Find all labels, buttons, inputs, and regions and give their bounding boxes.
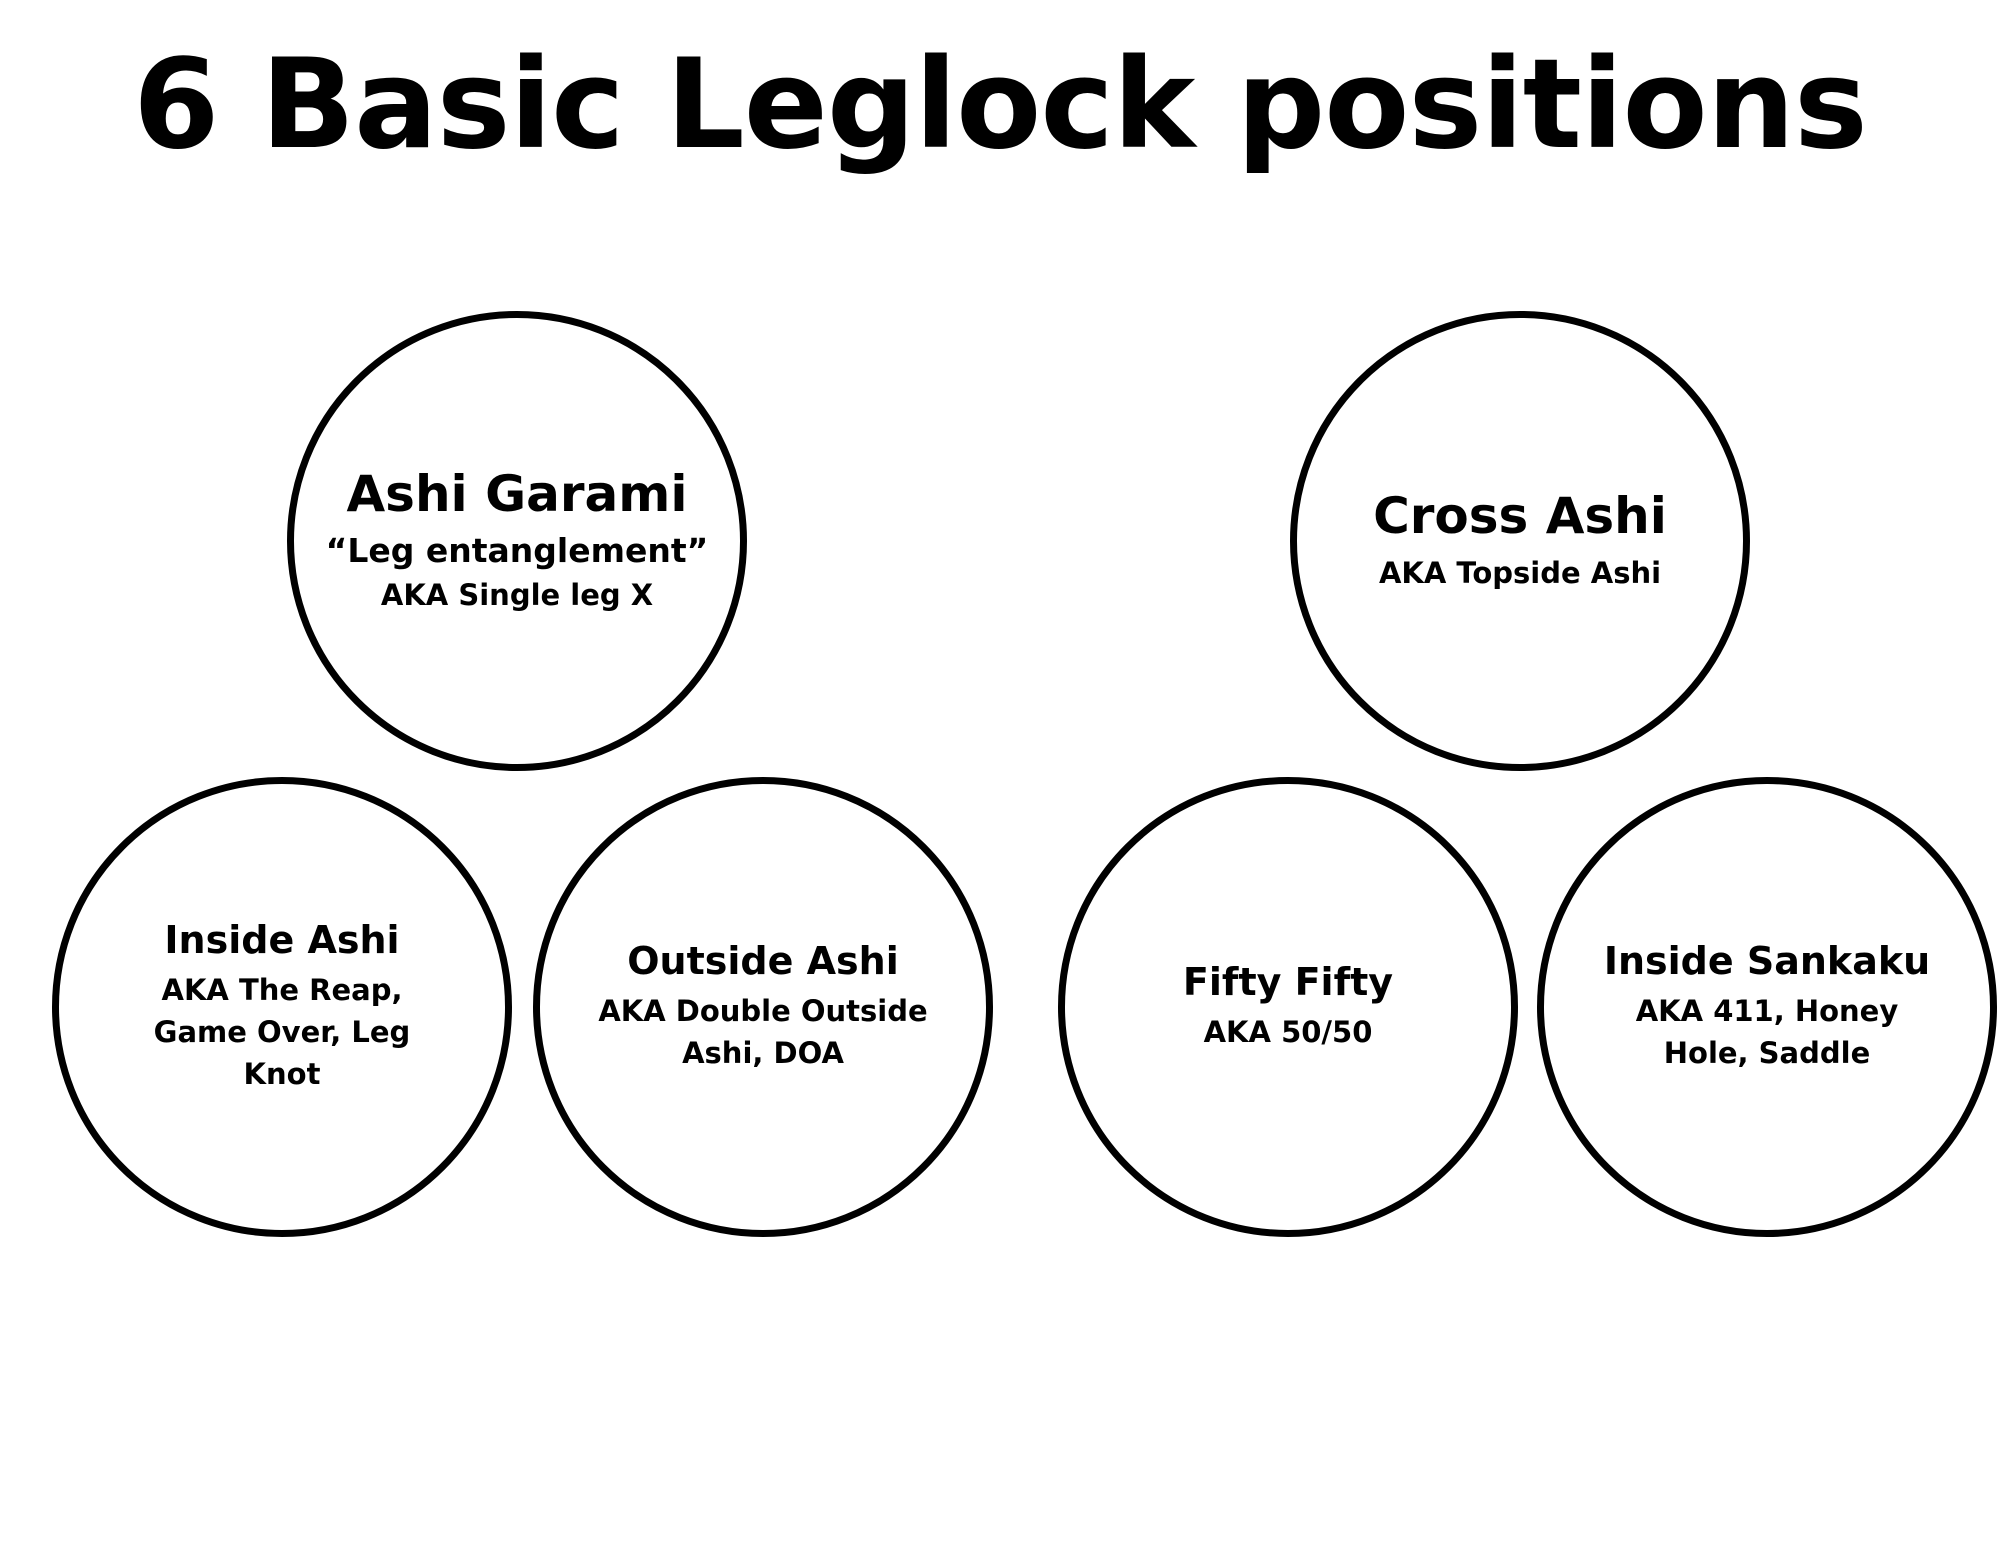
page-title: 6 Basic Leglock positions xyxy=(133,33,1868,177)
position-circle-ashi-garami: Ashi Garami “Leg entanglement” AKA Singl… xyxy=(287,311,747,771)
position-name: Fifty Fifty xyxy=(1182,960,1394,1005)
position-aka: AKA Single leg X xyxy=(380,578,654,612)
position-aka: AKA 50/50 xyxy=(1203,1014,1373,1049)
position-name: Cross Ashi xyxy=(1373,487,1667,546)
position-circle-fifty-fifty: Fifty Fifty AKA 50/50 xyxy=(1058,777,1518,1237)
position-name: Inside Ashi xyxy=(164,918,400,963)
position-circle-inside-ashi: Inside Ashi AKA The Reap, Game Over, Leg… xyxy=(52,777,512,1237)
position-aka: AKA Double Outside Ashi, DOA xyxy=(598,993,928,1070)
position-aka: AKA 411, Honey Hole, Saddle xyxy=(1635,993,1899,1070)
position-aka: AKA Topside Ashi xyxy=(1378,555,1662,590)
position-name: Inside Sankaku xyxy=(1603,939,1931,984)
position-translation: “Leg entanglement” xyxy=(325,531,709,571)
position-name: Ashi Garami xyxy=(346,464,688,523)
position-aka: AKA The Reap, Game Over, Leg Knot xyxy=(153,972,411,1091)
position-circle-inside-sankaku: Inside Sankaku AKA 411, Honey Hole, Sadd… xyxy=(1537,777,1997,1237)
position-circle-cross-ashi: Cross Ashi AKA Topside Ashi xyxy=(1290,311,1750,771)
position-name: Outside Ashi xyxy=(627,939,899,984)
position-circle-outside-ashi: Outside Ashi AKA Double Outside Ashi, DO… xyxy=(533,777,993,1237)
